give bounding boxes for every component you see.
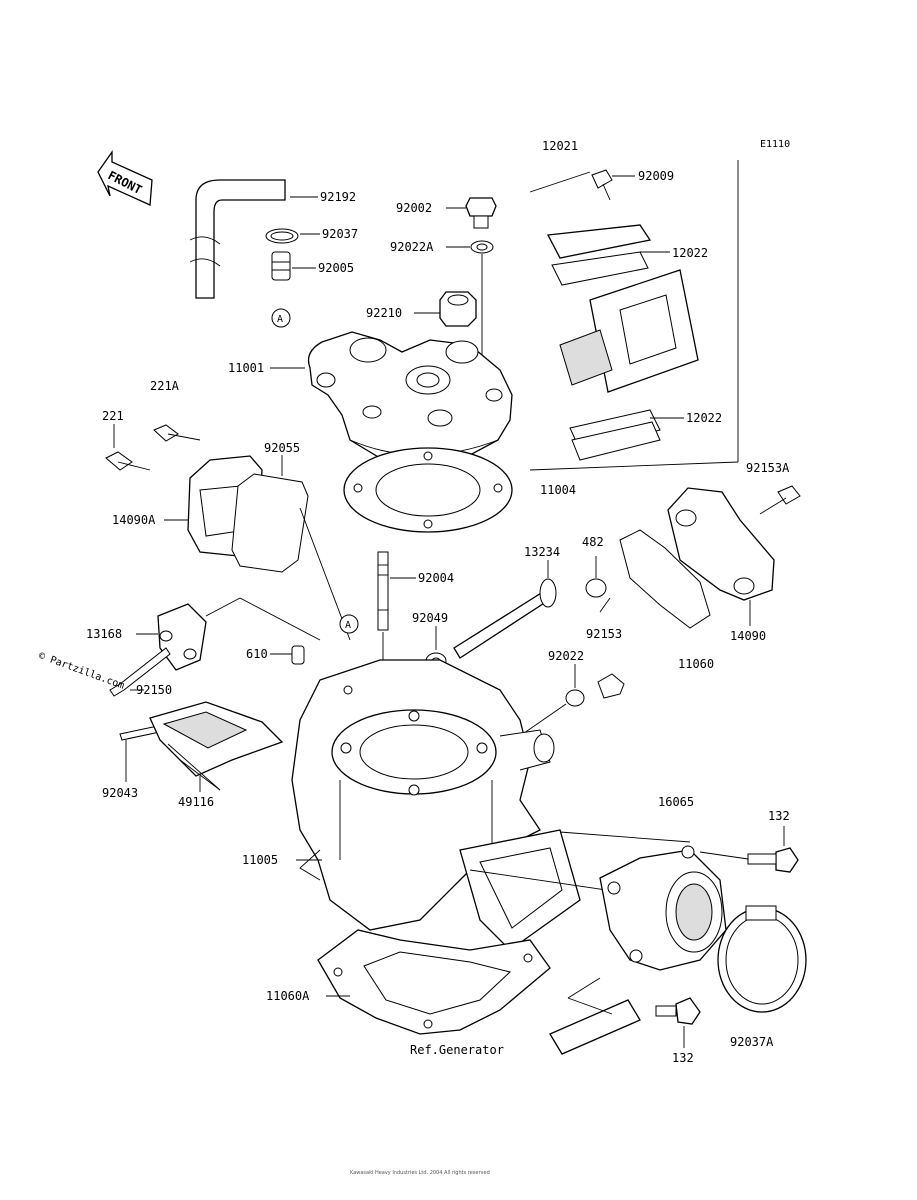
label-14090: 14090 — [730, 629, 766, 643]
svg-text:A: A — [277, 314, 283, 325]
reed-block — [559, 269, 699, 393]
label-92192: 92192 — [320, 190, 356, 204]
label-132-upper: 132 — [768, 809, 790, 823]
bolt-221a — [153, 424, 201, 442]
hose-clamp — [265, 228, 299, 244]
stud-bolt — [377, 551, 389, 631]
head-gasket — [343, 447, 513, 533]
callout-marker-a-top: A — [271, 308, 291, 328]
water-pump-gasket — [619, 529, 711, 629]
cylinder-block — [291, 659, 581, 951]
label-12021: 12021 — [542, 139, 578, 153]
reed-screw — [591, 169, 613, 201]
reed-valve-frame — [529, 160, 739, 471]
label-92153: 92153 — [586, 627, 622, 641]
label-11001: 11001 — [228, 361, 264, 375]
label-13234: 13234 — [524, 545, 560, 559]
label-92022: 92022 — [548, 649, 584, 663]
bolt-132-upper — [747, 847, 799, 873]
label-221a: 221A — [150, 379, 180, 393]
power-valve — [149, 701, 284, 791]
ref-generator-label: Ref.Generator — [410, 1043, 504, 1057]
washer-92022 — [565, 689, 585, 707]
label-92055: 92055 — [264, 441, 300, 455]
label-92004: 92004 — [418, 571, 454, 585]
label-92009: 92009 — [638, 169, 674, 183]
footer-note: Kawasaki Heavy Industries Ltd. 2004 All … — [350, 1170, 490, 1176]
impeller-shaft — [453, 578, 557, 659]
label-11060: 11060 — [678, 657, 714, 671]
hose-fitting — [271, 251, 291, 281]
label-16065: 16065 — [658, 795, 694, 809]
label-13168: 13168 — [86, 627, 122, 641]
callout-marker-a-mid: A — [339, 614, 359, 634]
label-92043: 92043 — [102, 786, 138, 800]
label-92037a: 92037A — [730, 1035, 774, 1049]
label-14090a: 14090A — [112, 513, 156, 527]
label-12022-top: 12022 — [672, 246, 708, 260]
reed-stopper — [546, 224, 652, 259]
label-11004: 11004 — [540, 483, 576, 497]
label-610: 610 — [246, 647, 268, 661]
label-482: 482 — [582, 535, 604, 549]
label-11060a: 11060A — [266, 989, 310, 1003]
seal-482 — [585, 578, 607, 598]
label-92049: 92049 — [412, 611, 448, 625]
svg-text:A: A — [345, 620, 351, 631]
reed-gasket — [569, 409, 661, 461]
partzilla-watermark: © Partzilla.com — [37, 650, 126, 691]
intake-clamp — [717, 905, 807, 1013]
label-92022a: 92022A — [390, 240, 434, 254]
diagram-code: E1110 — [760, 139, 790, 150]
label-92153a: 92153A — [746, 461, 790, 475]
bolt-132-lower — [655, 997, 701, 1025]
reed-petal — [551, 251, 649, 286]
front-arrow-icon: FRONT — [97, 149, 153, 206]
drain-plug — [597, 673, 625, 699]
label-92210: 92210 — [366, 306, 402, 320]
water-pump-housing — [667, 487, 775, 601]
spark-plug-nut — [439, 291, 477, 327]
label-221: 221 — [102, 409, 124, 423]
label-92150: 92150 — [136, 683, 172, 697]
dowel-pin — [291, 645, 305, 665]
head-bolt — [465, 197, 497, 229]
bolt-221 — [105, 451, 151, 471]
cylinder-head — [307, 331, 513, 463]
intake-manifold — [599, 845, 727, 971]
base-gasket — [317, 929, 551, 1035]
pin-92150 — [109, 647, 171, 697]
label-49116: 49116 — [178, 795, 214, 809]
label-92002: 92002 — [396, 201, 432, 215]
coolant-hose — [189, 179, 286, 299]
power-valve-lever — [157, 603, 207, 671]
washer — [470, 240, 494, 254]
label-11005: 11005 — [242, 853, 278, 867]
label-92005: 92005 — [318, 261, 354, 275]
label-12022-bottom: 12022 — [686, 411, 722, 425]
bolt-92153a — [759, 485, 801, 515]
label-92037: 92037 — [322, 227, 358, 241]
cover-gasket — [231, 473, 309, 573]
part-labels: 12021 92009 92192 92002 92037 92022A 120… — [86, 139, 790, 1065]
intake-spacer — [549, 999, 641, 1055]
label-132-lower: 132 — [672, 1051, 694, 1065]
